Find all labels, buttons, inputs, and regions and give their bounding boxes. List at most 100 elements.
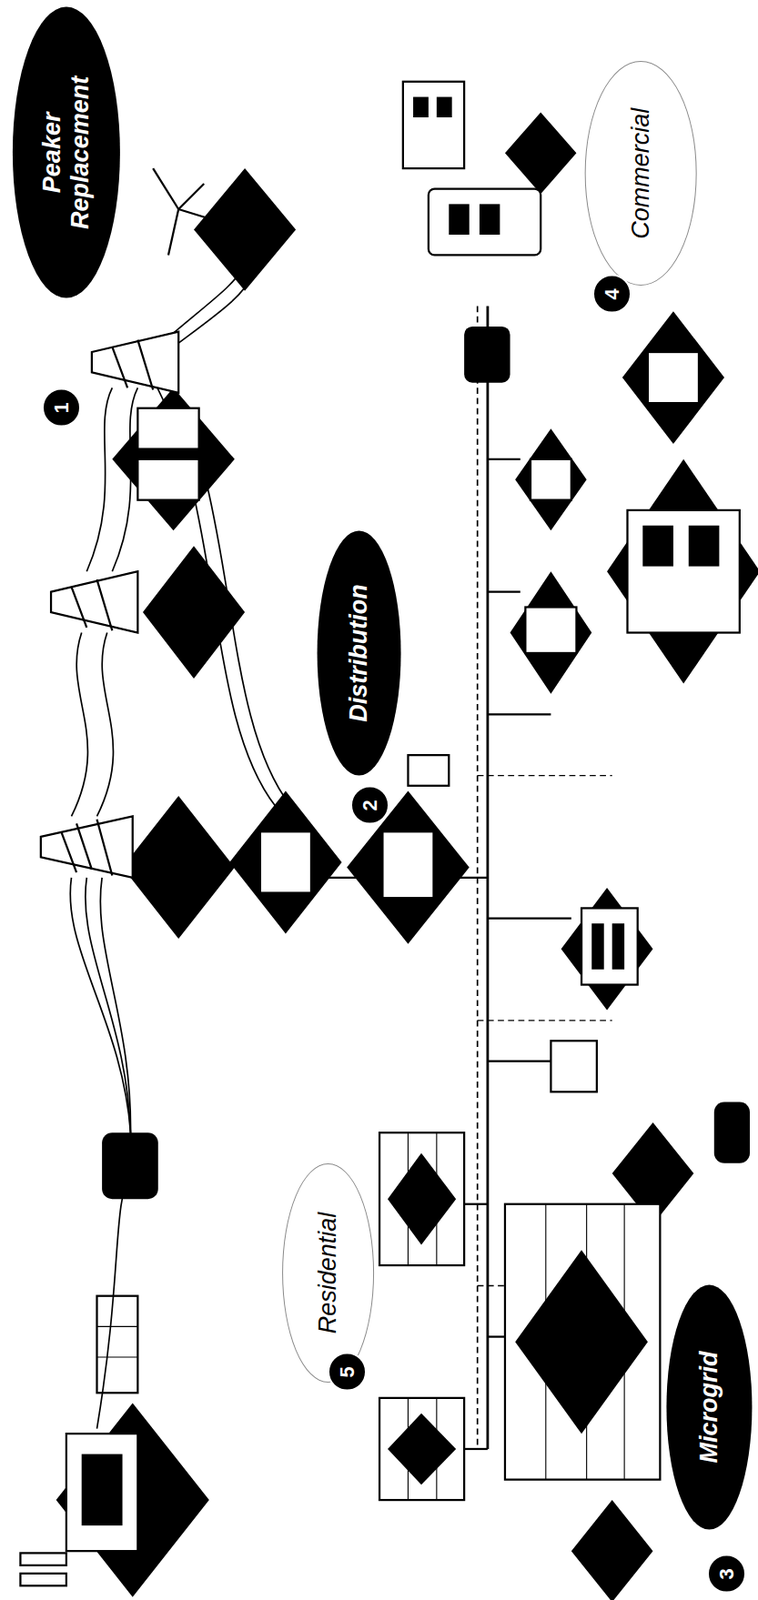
home-tile <box>387 1414 456 1486</box>
turbine-blade <box>178 183 204 210</box>
pylon <box>40 816 133 878</box>
rack-line <box>97 1326 139 1328</box>
substation <box>260 831 312 893</box>
home-tile <box>387 1153 456 1246</box>
ground-tile <box>505 111 577 194</box>
substation <box>382 831 434 899</box>
text-wrap: 5 <box>335 1366 359 1378</box>
scenario-label: Peaker Replacement <box>38 66 95 240</box>
ground-tile <box>56 1403 210 1597</box>
building-window <box>688 525 720 567</box>
substations <box>260 755 449 899</box>
rack-line <box>97 1356 139 1358</box>
scenario-label: Distribution <box>344 584 374 722</box>
chimney <box>20 1553 66 1566</box>
text-wrap: 1 <box>50 402 73 414</box>
feeder <box>487 591 521 594</box>
building <box>530 459 572 501</box>
scenario-ellipse: Commercial <box>584 60 697 286</box>
ground-tile <box>510 571 593 695</box>
turbine-blade <box>152 168 179 210</box>
feeder <box>487 713 552 716</box>
scenario-label: Residential <box>313 1212 343 1335</box>
building <box>525 606 577 653</box>
scenario-label: Commercial <box>626 108 656 240</box>
chimney <box>20 1574 66 1587</box>
turbine-blade <box>168 209 179 255</box>
transmission-line <box>162 267 243 343</box>
transmission-line <box>85 878 132 1136</box>
building-window <box>591 923 604 970</box>
comms-branch <box>477 1285 506 1287</box>
text-wrap: Microgrid <box>695 1352 724 1465</box>
building-window <box>413 97 429 118</box>
scenario-ellipse: Peaker Replacement <box>12 7 121 299</box>
transmission-line <box>111 387 138 572</box>
callout-number: 3 <box>715 1568 738 1580</box>
ground-tile <box>193 168 296 292</box>
building-window <box>448 203 469 235</box>
transmission-line <box>86 387 112 572</box>
transmission-line <box>70 633 88 818</box>
ground-tile <box>606 459 758 685</box>
feeder <box>464 1203 488 1206</box>
plant-window <box>81 1455 123 1527</box>
building-window <box>642 525 674 567</box>
pylon <box>91 332 179 394</box>
building <box>647 352 699 404</box>
plant-building <box>66 1434 138 1552</box>
building <box>626 510 739 634</box>
transmission-line <box>173 273 253 348</box>
turbine-tower <box>178 209 245 230</box>
ground-tile <box>561 888 654 1011</box>
feeder <box>487 918 572 920</box>
building <box>428 189 541 256</box>
callout-number: 3 <box>707 1555 747 1595</box>
comms-branch <box>477 1020 613 1021</box>
callout-number: 5 <box>335 1366 359 1378</box>
scenario-ellipse: Residential <box>282 1163 375 1384</box>
wind-turbine <box>152 168 245 255</box>
callout-number: 4 <box>592 274 632 314</box>
peaker-unit <box>137 408 199 450</box>
storage-unit <box>407 755 449 787</box>
text-wrap: 4 <box>600 288 624 300</box>
feeder <box>487 1335 506 1338</box>
feeder <box>487 458 521 461</box>
residential-homes <box>379 1132 465 1501</box>
scenario-ellipse: Distribution <box>317 530 402 776</box>
ground-tile <box>622 311 725 445</box>
ground-tile <box>122 796 235 940</box>
feeder <box>487 1061 552 1063</box>
building <box>550 1040 597 1092</box>
home-frame <box>379 1132 465 1266</box>
campus-tile <box>515 1250 648 1435</box>
building <box>403 81 465 169</box>
microgrid-frame <box>505 1204 660 1481</box>
comms-branch <box>477 775 613 777</box>
text-wrap: Commercial <box>626 108 656 240</box>
ground-tile <box>515 428 587 531</box>
pylon <box>50 571 138 633</box>
text-wrap: 2 <box>357 800 381 812</box>
scenario-label: Microgrid <box>695 1352 724 1465</box>
feeder <box>433 877 487 880</box>
callout-number: 1 <box>41 388 81 428</box>
transmission-line <box>97 1173 132 1429</box>
commercial-buildings <box>403 81 740 1093</box>
ground-tile <box>571 1500 654 1600</box>
home-frame <box>379 1398 465 1501</box>
transmission-line <box>97 633 114 818</box>
text-wrap: 3 <box>715 1568 738 1580</box>
ground-tile <box>229 790 342 934</box>
transmission-line <box>100 878 131 1138</box>
callout-number: 4 <box>600 288 624 300</box>
building-window <box>436 97 453 118</box>
power-plant <box>20 1132 158 1587</box>
feeder <box>311 877 383 880</box>
callout-number: 2 <box>350 786 390 826</box>
text-wrap: Peaker Replacement <box>38 66 95 240</box>
peaker-unit <box>137 459 199 501</box>
callout-number: 5 <box>327 1353 367 1393</box>
